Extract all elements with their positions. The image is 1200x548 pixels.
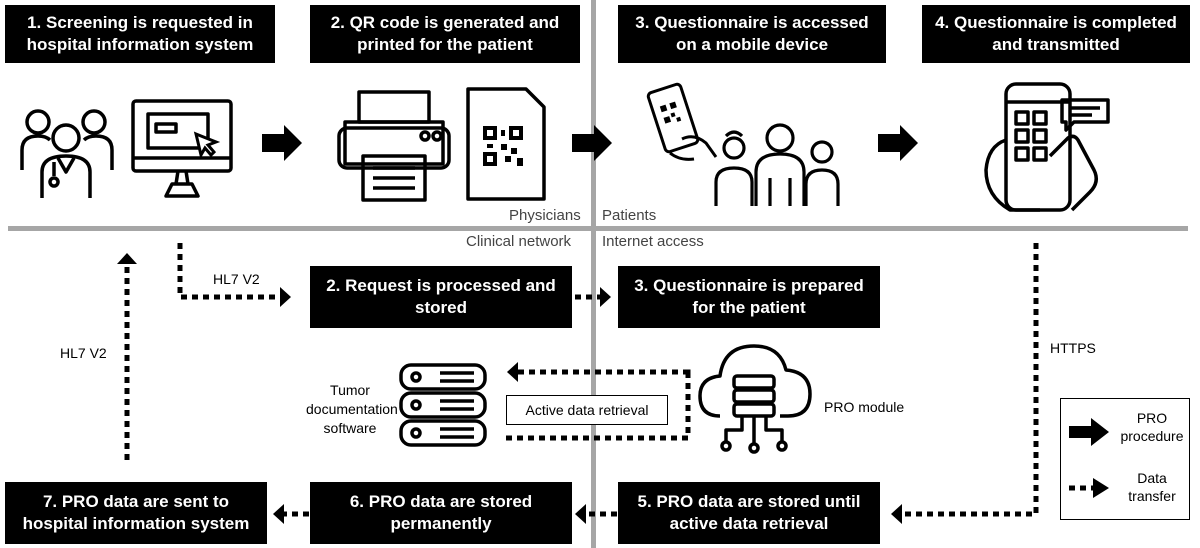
legend-procedure-label: PRO procedure (1120, 410, 1184, 444)
transfer-retrieval-top (507, 362, 691, 382)
label-hl7-left: HL7 V2 (60, 345, 107, 361)
printer-icon (337, 90, 451, 202)
step-2-qr-code: 2. QR code is generated and printed for … (310, 5, 580, 63)
step-3-questionnaire-prepared: 3. Questionnaire is prepared for the pat… (618, 266, 880, 328)
legend-transfer-arrow (1069, 478, 1109, 498)
zone-clinical-network: Clinical network (466, 233, 572, 250)
zone-patients: Patients (602, 207, 657, 224)
procedure-arrow-2-3 (572, 125, 612, 161)
transfer-https (891, 243, 1039, 524)
transfer-his-to-request (177, 243, 291, 307)
label-tumor-documentation: Tumor documentation software (306, 382, 398, 436)
label-active-data-retrieval: Active data retrieval (506, 395, 668, 425)
patients-icon (714, 123, 840, 206)
computer-monitor-icon (131, 99, 233, 198)
legend-transfer-label: Data transfer (1128, 470, 1176, 504)
server-icon (399, 363, 487, 447)
step-4-questionnaire-completed: 4. Questionnaire is completed and transm… (922, 5, 1190, 63)
procedure-arrows (262, 125, 918, 161)
label-hl7-top: HL7 V2 (213, 271, 260, 287)
step-5-pro-stored-until-retrieval: 5. PRO data are stored until active data… (618, 482, 880, 544)
procedure-arrow-1-2 (262, 125, 302, 161)
tablet-touch-icon (984, 82, 1110, 212)
vertical-separator (591, 0, 596, 548)
label-pro-module: PRO module (824, 399, 905, 415)
legend: PRO procedure Data transfer (1060, 398, 1190, 520)
step-7-pro-sent: 7. PRO data are sent to hospital informa… (5, 482, 267, 544)
qr-code-sheet-icon (466, 87, 546, 201)
horizontal-separator (8, 226, 1188, 231)
zone-internet-access: Internet access (602, 233, 704, 250)
step-2-request-processed: 2. Request is processed and stored (310, 266, 572, 328)
procedure-arrow-3-4 (878, 125, 918, 161)
label-https: HTTPS (1050, 340, 1096, 356)
zone-physicians: Physicians (509, 207, 581, 224)
transfer-arrows (117, 243, 1039, 524)
physicians-icon (20, 109, 114, 198)
legend-procedure-arrow (1069, 418, 1109, 446)
cloud-module-icon (698, 344, 812, 454)
phone-in-hand-icon (646, 82, 718, 161)
step-1-screening: 1. Screening is requested in hospital in… (5, 5, 275, 63)
transfer-retrieval-bottom (505, 372, 691, 441)
step-6-pro-stored-permanently: 6. PRO data are stored permanently (310, 482, 572, 544)
step-3-questionnaire-accessed: 3. Questionnaire is accessed on a mobile… (618, 5, 886, 63)
